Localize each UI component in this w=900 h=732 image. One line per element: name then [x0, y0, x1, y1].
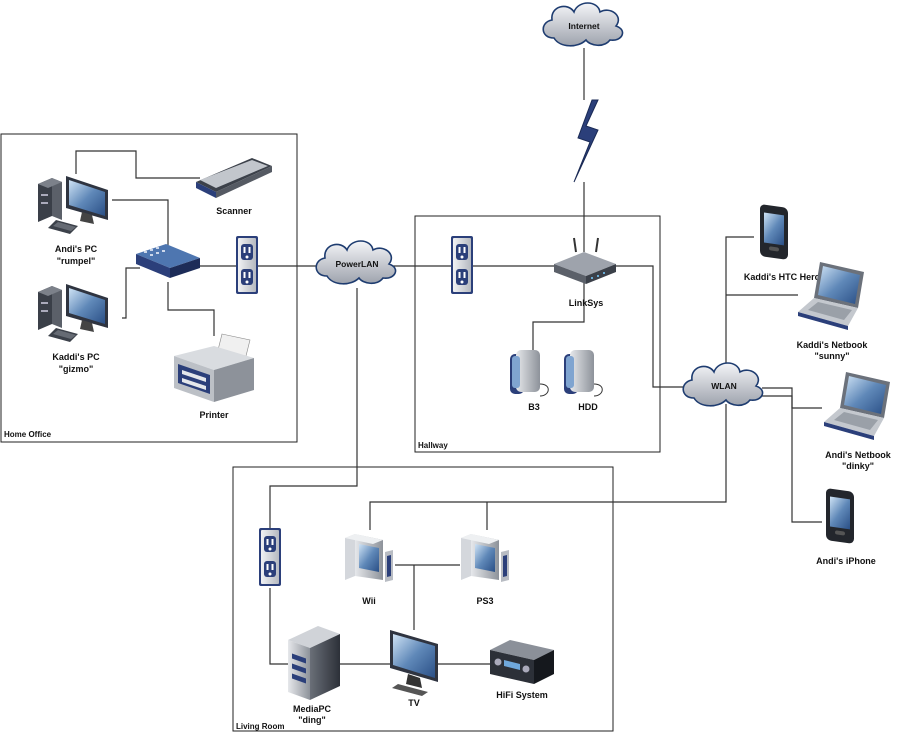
kaddi-netbook-label-2: "sunny": [814, 351, 849, 361]
scanner: Scanner: [196, 158, 272, 216]
wii-console: Wii: [345, 534, 393, 606]
andi-netbook: Andi's Netbook "dinky": [824, 372, 892, 471]
pc-icon: [38, 284, 108, 342]
linksys-router: LinkSys: [554, 237, 616, 308]
room-home-office: [0, 133, 298, 443]
powerlan-label: PowerLAN: [336, 259, 379, 269]
printer: Printer: [174, 333, 254, 420]
room-living-room: [232, 466, 614, 732]
living-room-wall-outlet: [259, 528, 281, 586]
kaddi-htc-hero: Kaddi's HTC Hero: [744, 204, 821, 282]
ps3-label: PS3: [476, 596, 493, 606]
kaddi-pc-label-2: "gizmo": [59, 364, 94, 374]
internet-cloud: Internet: [542, 2, 624, 47]
mediapc-label-2: "ding": [298, 715, 326, 725]
hallway-wall-outlet: [451, 236, 473, 294]
internet-label: Internet: [568, 21, 599, 31]
andi-netbook-label-1: Andi's Netbook: [825, 450, 892, 460]
room-label-living-room: Living Room: [236, 722, 284, 731]
hdd-drive: HDD: [563, 349, 603, 412]
scanner-icon: [196, 158, 272, 198]
b3-label: B3: [528, 402, 540, 412]
server-tower-icon: [288, 626, 340, 700]
network-wires: [75, 48, 822, 665]
andi-netbook-label-2: "dinky": [842, 461, 874, 471]
wlan-label: WLAN: [711, 381, 737, 391]
room-hallway: [414, 215, 661, 453]
switch-icon: [136, 244, 200, 278]
kaddi-htc-label: Kaddi's HTC Hero: [744, 272, 821, 282]
outlet-icon: [451, 236, 473, 294]
ps3-console: PS3: [461, 534, 509, 606]
kaddi-pc: Kaddi's PC "gizmo": [38, 284, 108, 374]
office-wall-outlet: [236, 236, 258, 294]
outlet-icon: [236, 236, 258, 294]
tv-icon: [390, 630, 438, 696]
room-label-home-office: Home Office: [4, 430, 52, 439]
andi-iphone: Andi's iPhone: [816, 488, 876, 566]
mediapc-label-1: MediaPC: [293, 704, 332, 714]
external-drive-icon: [509, 349, 549, 397]
kaddi-pc-label-1: Kaddi's PC: [52, 352, 100, 362]
linksys-label: LinkSys: [569, 298, 604, 308]
printer-icon: [174, 333, 254, 402]
smartphone-icon: [826, 488, 854, 544]
amplifier-icon: [490, 640, 554, 684]
b3-drive: B3: [509, 349, 549, 412]
tv-label: TV: [408, 698, 420, 708]
andi-iphone-label: Andi's iPhone: [816, 556, 876, 566]
wlan-cloud: WLAN: [682, 362, 764, 407]
router-icon: [554, 237, 616, 284]
tv: TV: [390, 630, 438, 708]
game-console-icon: [461, 534, 509, 582]
andi-pc-label-1: Andi's PC: [55, 244, 98, 254]
wii-label: Wii: [362, 596, 375, 606]
hifi-label: HiFi System: [496, 690, 548, 700]
andi-pc-label-2: "rumpel": [57, 256, 96, 266]
pc-icon: [38, 176, 108, 234]
smartphone-icon: [760, 204, 788, 260]
powerlan-cloud: PowerLAN: [315, 240, 397, 285]
room-label-hallway: Hallway: [418, 441, 448, 450]
media-pc: MediaPC "ding": [288, 626, 340, 725]
lightning-icon: [573, 99, 599, 183]
laptop-icon: [824, 372, 890, 440]
hdd-label: HDD: [578, 402, 598, 412]
kaddi-netbook-label-1: Kaddi's Netbook: [797, 340, 869, 350]
network-switch: [136, 244, 200, 278]
hifi-system: HiFi System: [490, 640, 554, 700]
game-console-icon: [345, 534, 393, 582]
printer-label: Printer: [199, 410, 229, 420]
andi-pc: Andi's PC "rumpel": [38, 176, 108, 266]
external-drive-icon: [563, 349, 603, 397]
outlet-icon: [259, 528, 281, 586]
scanner-label: Scanner: [216, 206, 252, 216]
kaddi-netbook: Kaddi's Netbook "sunny": [797, 262, 869, 361]
